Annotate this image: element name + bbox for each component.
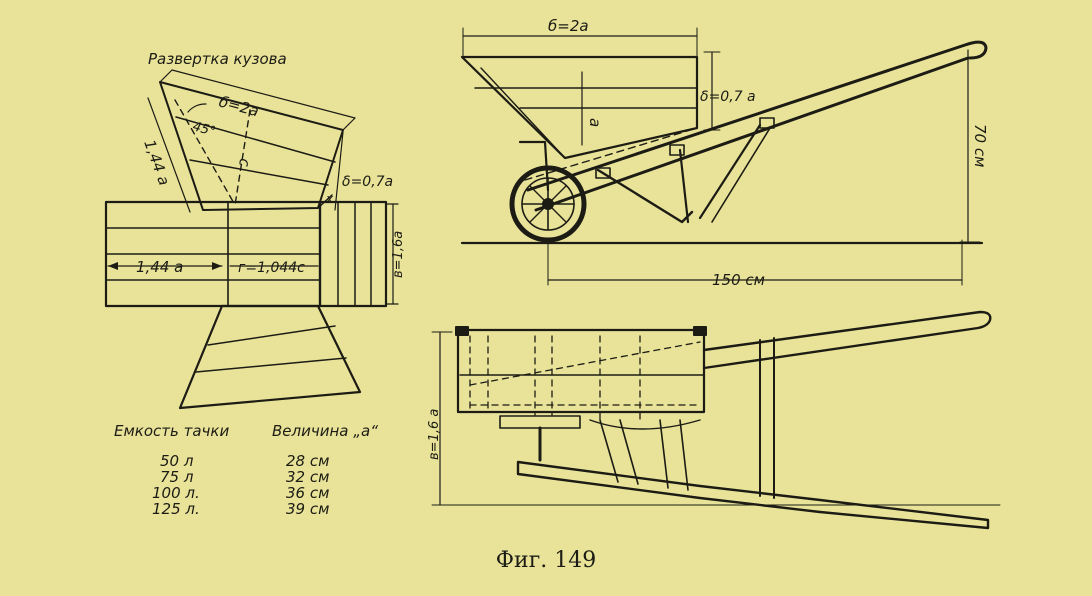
capacity-cell: 125 л. <box>152 500 200 518</box>
unfold-dim-side: 1,44 а <box>140 137 173 188</box>
unfold-dim-base: 1,44 а <box>136 258 183 276</box>
top-tray-outline <box>456 328 706 414</box>
side-labels: б=2а δ=0,7 а а 70 см 150 см <box>548 17 989 289</box>
unfold-dim-v: в=1,6а <box>391 231 406 278</box>
side-view-drawing <box>460 27 988 286</box>
size-cell: 32 см <box>286 468 330 486</box>
unfold-dim-x: х <box>325 192 334 206</box>
unfold-dim-angle: 45° <box>191 119 217 139</box>
unfold-dim-b: б=2а <box>217 92 261 120</box>
tray-body <box>460 55 699 160</box>
top-handle-lower <box>516 460 990 530</box>
top-view-drawing <box>431 310 1001 530</box>
top-dim-v: в=1,6 а <box>427 409 442 460</box>
side-dim-a: а <box>586 118 604 127</box>
unfold-dim-c: с <box>235 158 254 169</box>
unfold-bottom-panel <box>178 304 362 410</box>
top-labels: в=1,6 а <box>427 409 442 460</box>
size-cell: 28 см <box>286 452 330 470</box>
side-dim-height: 70 см <box>971 124 989 167</box>
unfold-labels: Развертка кузова б=2а 45° 1,44 а с δ=0,7… <box>136 50 406 278</box>
capacity-header: Емкость тачки <box>114 422 230 440</box>
side-dim-length: 150 см <box>712 271 765 289</box>
unfold-end-panel <box>318 200 388 308</box>
size-cell: 36 см <box>286 484 330 502</box>
top-wheel <box>499 415 581 429</box>
unfolded-body-drawing <box>104 69 399 410</box>
unfold-dim-delta: δ=0,7а <box>342 174 393 190</box>
unfold-dim-g: г=1,044с <box>238 260 305 276</box>
unfold-title: Развертка кузова <box>148 50 287 68</box>
capacity-cell: 75 л <box>160 468 194 486</box>
top-handle-upper <box>702 310 992 370</box>
side-handle <box>526 40 988 192</box>
figure-caption: Фиг. 149 <box>495 548 597 573</box>
size-header: Величина „а“ <box>272 422 378 440</box>
size-cell: 39 см <box>286 500 330 518</box>
capacity-cell: 50 л <box>160 452 194 470</box>
side-dim-delta: δ=0,7 а <box>700 89 756 105</box>
capacity-cell: 100 л. <box>152 484 200 502</box>
side-dim-b: б=2а <box>548 17 589 35</box>
